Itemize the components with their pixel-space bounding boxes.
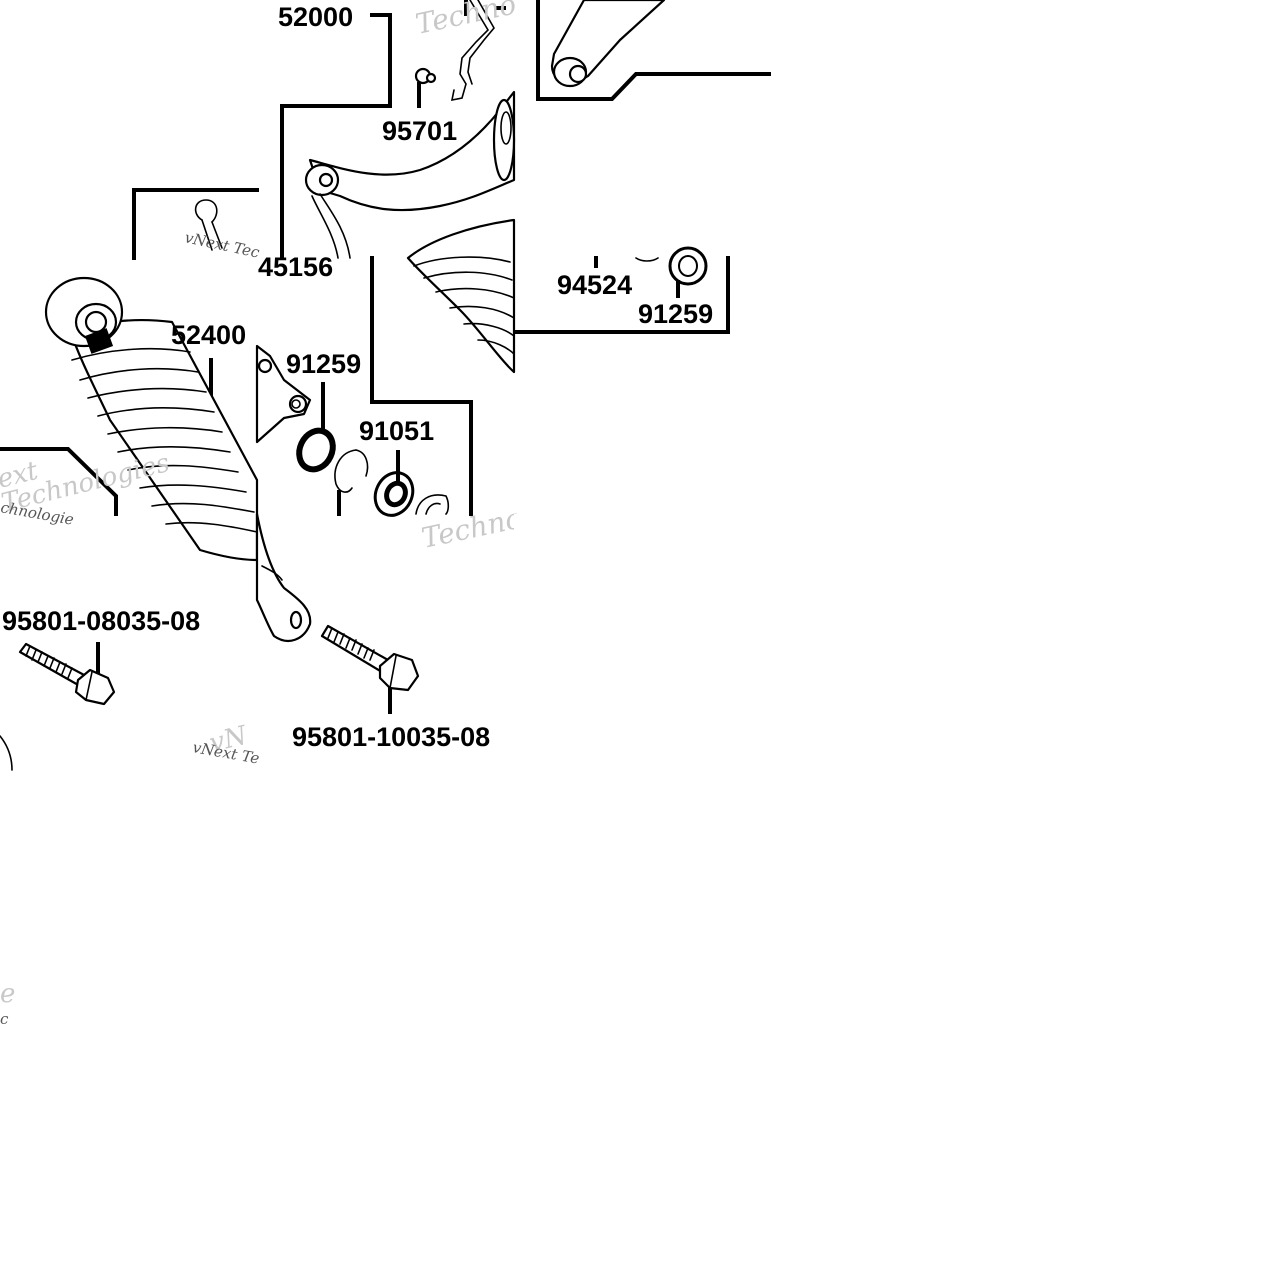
label-52000: 52000 <box>278 2 353 32</box>
label-94524: 94524 <box>557 270 632 300</box>
bolt-95801-08035-drawing <box>18 642 116 706</box>
rear-shock-drawing <box>44 276 312 642</box>
watermark-e-lower: e <box>0 979 15 1009</box>
label-95701: 95701 <box>382 116 457 146</box>
label-91259-right: 91259 <box>638 299 713 329</box>
bearing-parts-drawing <box>296 427 450 517</box>
watermark-techno-top: Techno <box>413 0 519 41</box>
swingarm-bracket-drawing <box>304 90 516 259</box>
watermark-vnext-left: vNext Tec <box>183 228 262 262</box>
label-95801-08035-08: 95801-08035-08 <box>2 606 200 636</box>
group-frames <box>0 0 772 714</box>
watermark-c-lower: c <box>0 1010 9 1028</box>
clip-drawing <box>194 199 223 251</box>
upper-arm-drawing <box>550 0 666 88</box>
bolt-95801-10035-drawing <box>320 624 420 692</box>
rod-bracket-drawing <box>414 0 495 102</box>
centre-spring-drawing <box>406 218 516 374</box>
shock-mount-plate-drawing <box>255 344 312 444</box>
label-91259-middle: 91259 <box>286 349 361 379</box>
label-52400: 52400 <box>171 320 246 350</box>
right-washers-drawing <box>635 246 708 286</box>
lower-frame-arc-drawing <box>0 735 13 771</box>
label-91051: 91051 <box>359 416 434 446</box>
label-45156: 45156 <box>258 252 333 282</box>
label-95801-10035-08: 95801-10035-08 <box>292 722 490 752</box>
part-labels: 52000 95701 45156 52400 91259 91051 9452… <box>2 2 713 752</box>
